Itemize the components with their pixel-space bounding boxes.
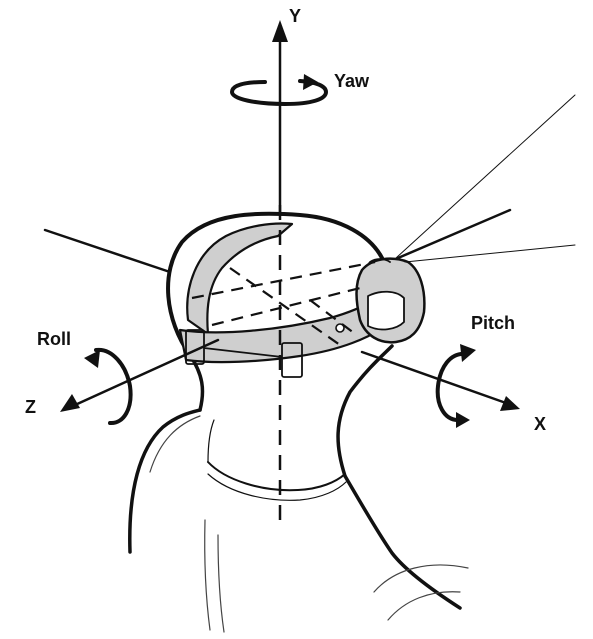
z-axis-label: Z <box>25 398 36 416</box>
y-axis <box>272 20 288 214</box>
pitch-label: Pitch <box>471 314 515 332</box>
yaw-label: Yaw <box>334 72 369 90</box>
roll-rotation-arrow <box>84 350 131 423</box>
field-of-view-lines <box>396 95 575 262</box>
x-axis-label: X <box>534 415 546 433</box>
neck-outline <box>190 346 392 500</box>
roll-label: Roll <box>37 330 71 348</box>
shoulders-inner-lines <box>150 416 468 632</box>
shoulders-outline <box>130 410 460 608</box>
y-axis-label: Y <box>289 7 301 25</box>
